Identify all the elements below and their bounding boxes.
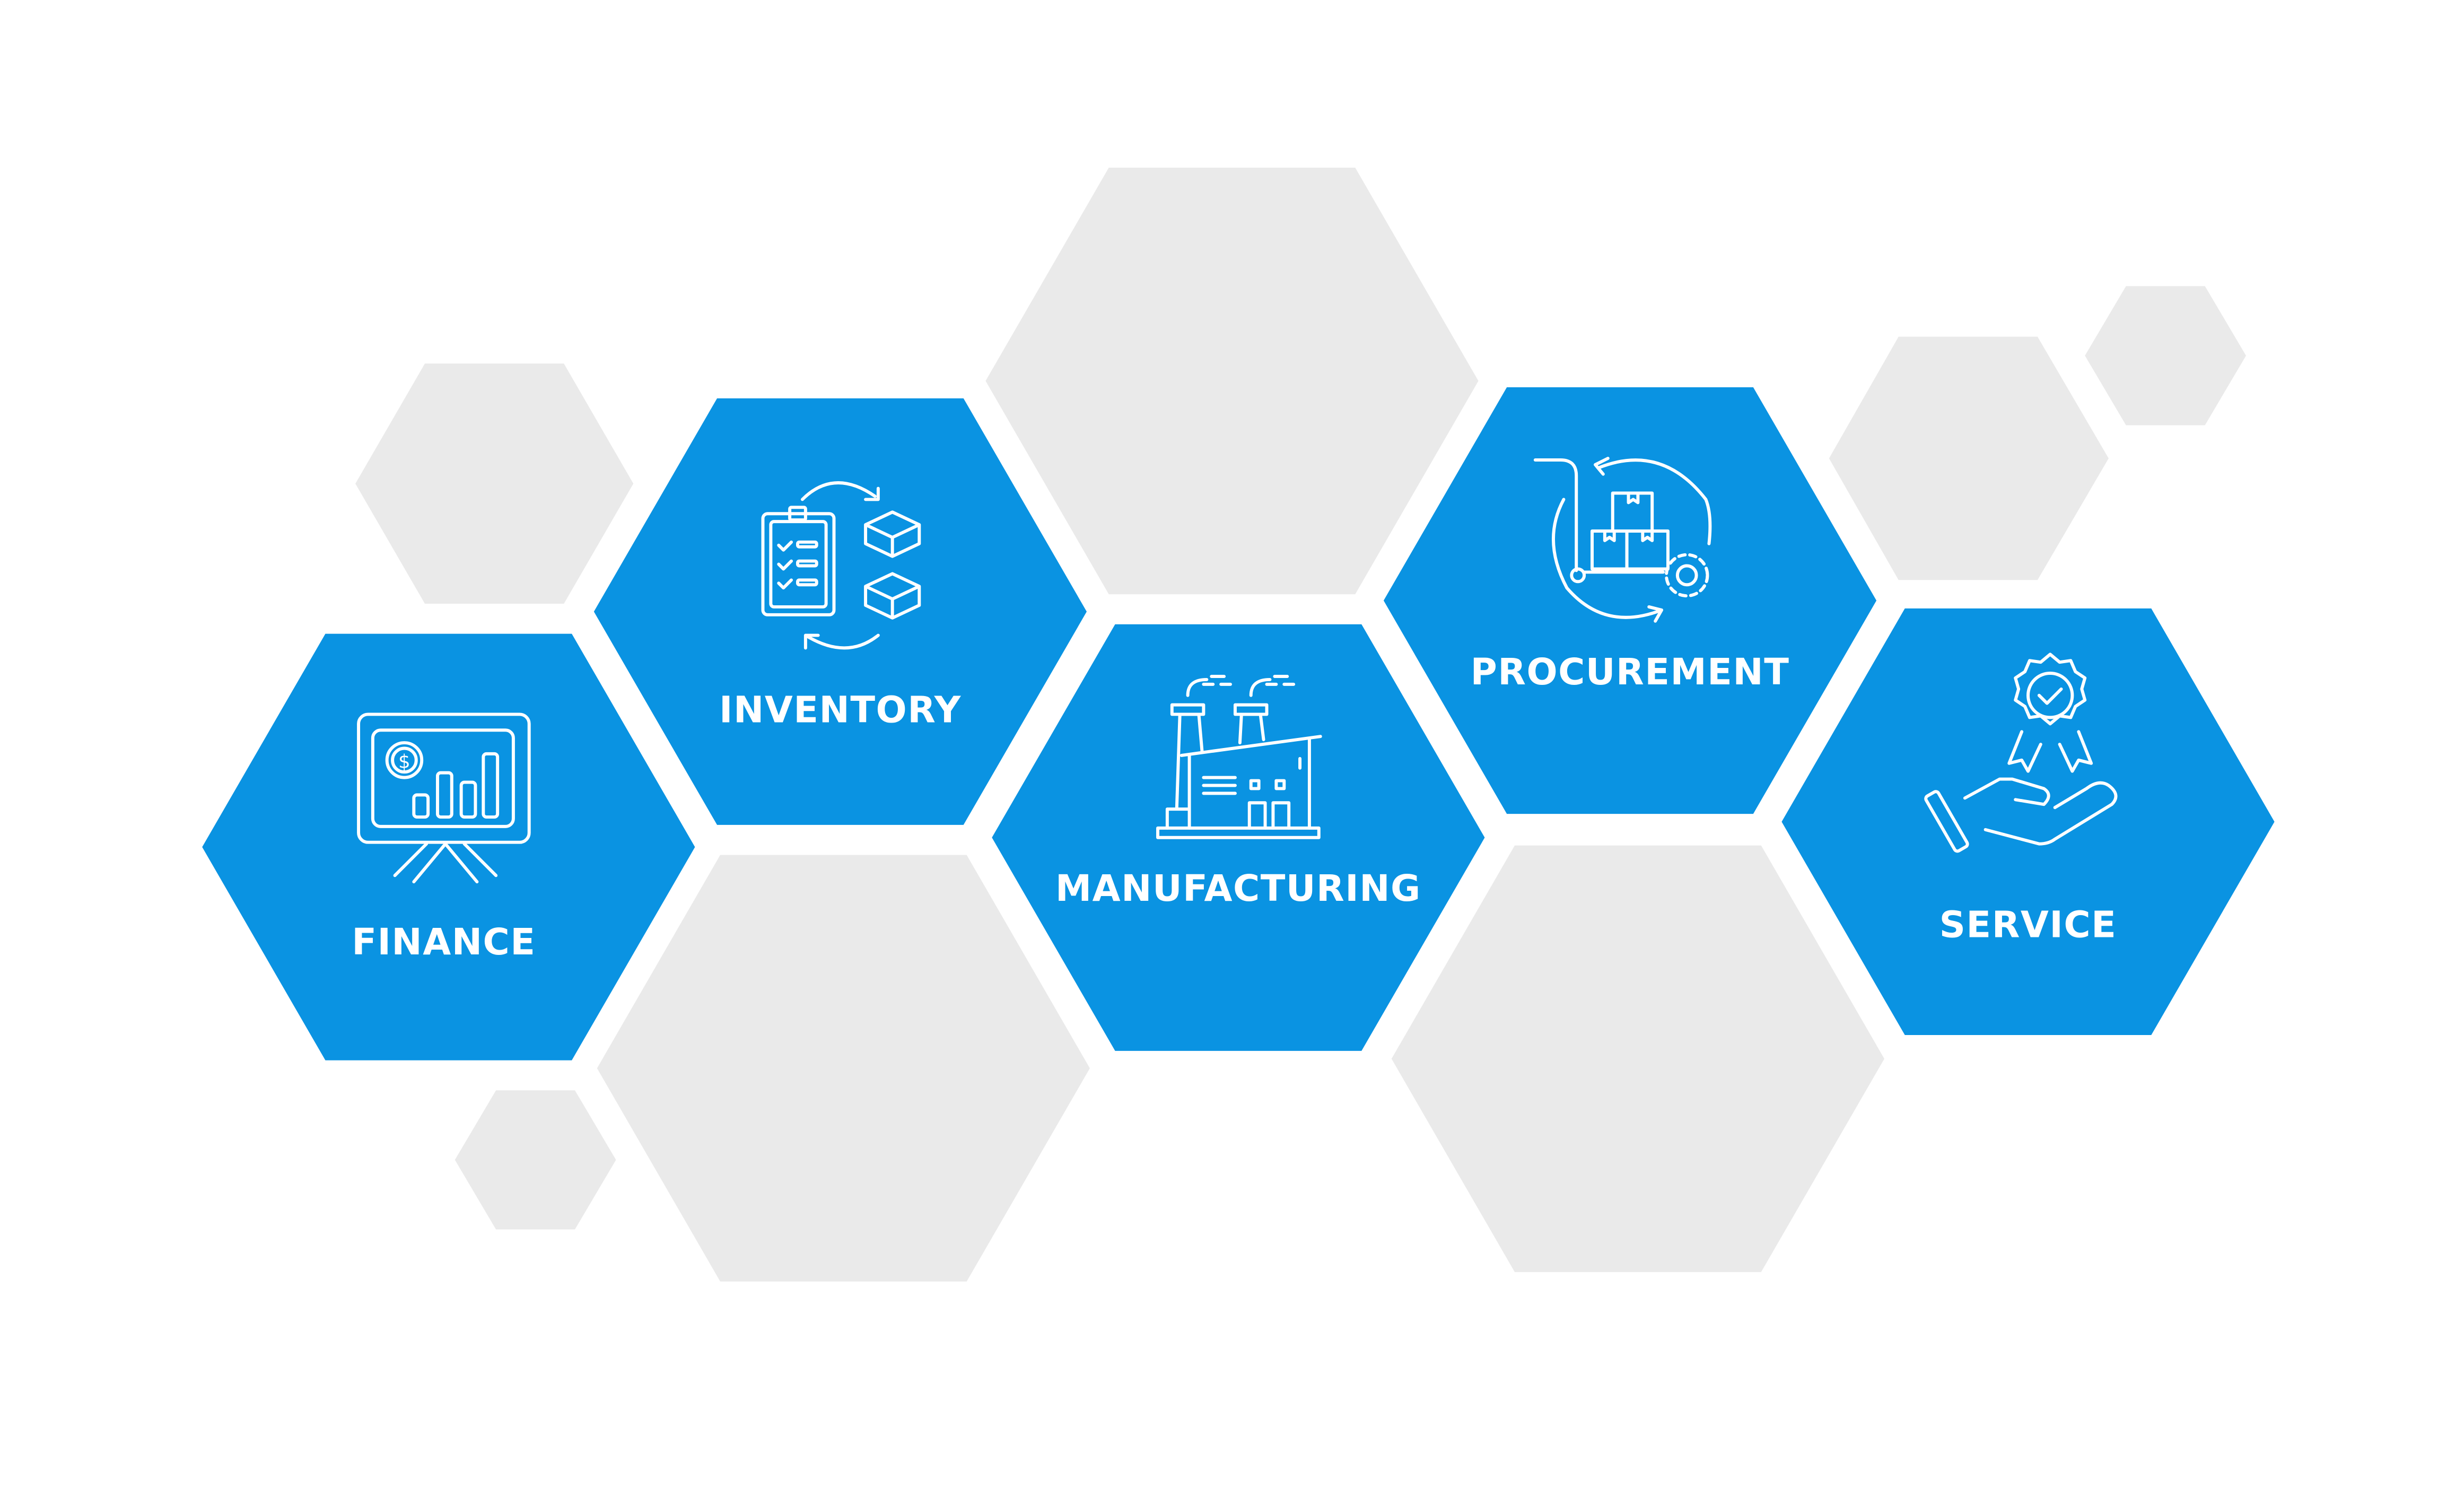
decor-hexagon <box>455 1090 616 1230</box>
module-label-manufacturing: MANUFACTURING <box>1055 867 1421 910</box>
module-label-service: SERVICE <box>1939 903 2117 946</box>
module-label-finance: FINANCE <box>352 921 536 963</box>
decor-hexagon <box>597 855 1090 1282</box>
module-service: SERVICE <box>1781 608 2275 1036</box>
factory-icon <box>1156 675 1322 839</box>
clipboard-checklist-boxes-cycle-icon <box>761 481 921 650</box>
module-finance: $ FINANCE <box>202 633 695 1061</box>
module-inventory: INVENTORY <box>593 398 1087 825</box>
presentation-board-chart-dollar-icon: $ <box>357 712 531 884</box>
hand-truck-boxes-gear-icon <box>1533 457 1712 623</box>
module-manufacturing: MANUFACTURING <box>992 624 1485 1051</box>
decor-hexagon <box>2085 286 2247 425</box>
module-label-inventory: INVENTORY <box>719 689 962 731</box>
decor-hexagon <box>985 167 1479 595</box>
hand-award-badge-icon <box>1924 653 2118 853</box>
decor-hexagon <box>355 363 634 604</box>
svg-text:$: $ <box>398 751 410 773</box>
module-label-procurement: PROCUREMENT <box>1471 651 1790 693</box>
module-procurement: PROCUREMENT <box>1383 387 1877 814</box>
decor-hexagon <box>1829 336 2109 580</box>
decor-hexagon <box>1391 845 1884 1272</box>
